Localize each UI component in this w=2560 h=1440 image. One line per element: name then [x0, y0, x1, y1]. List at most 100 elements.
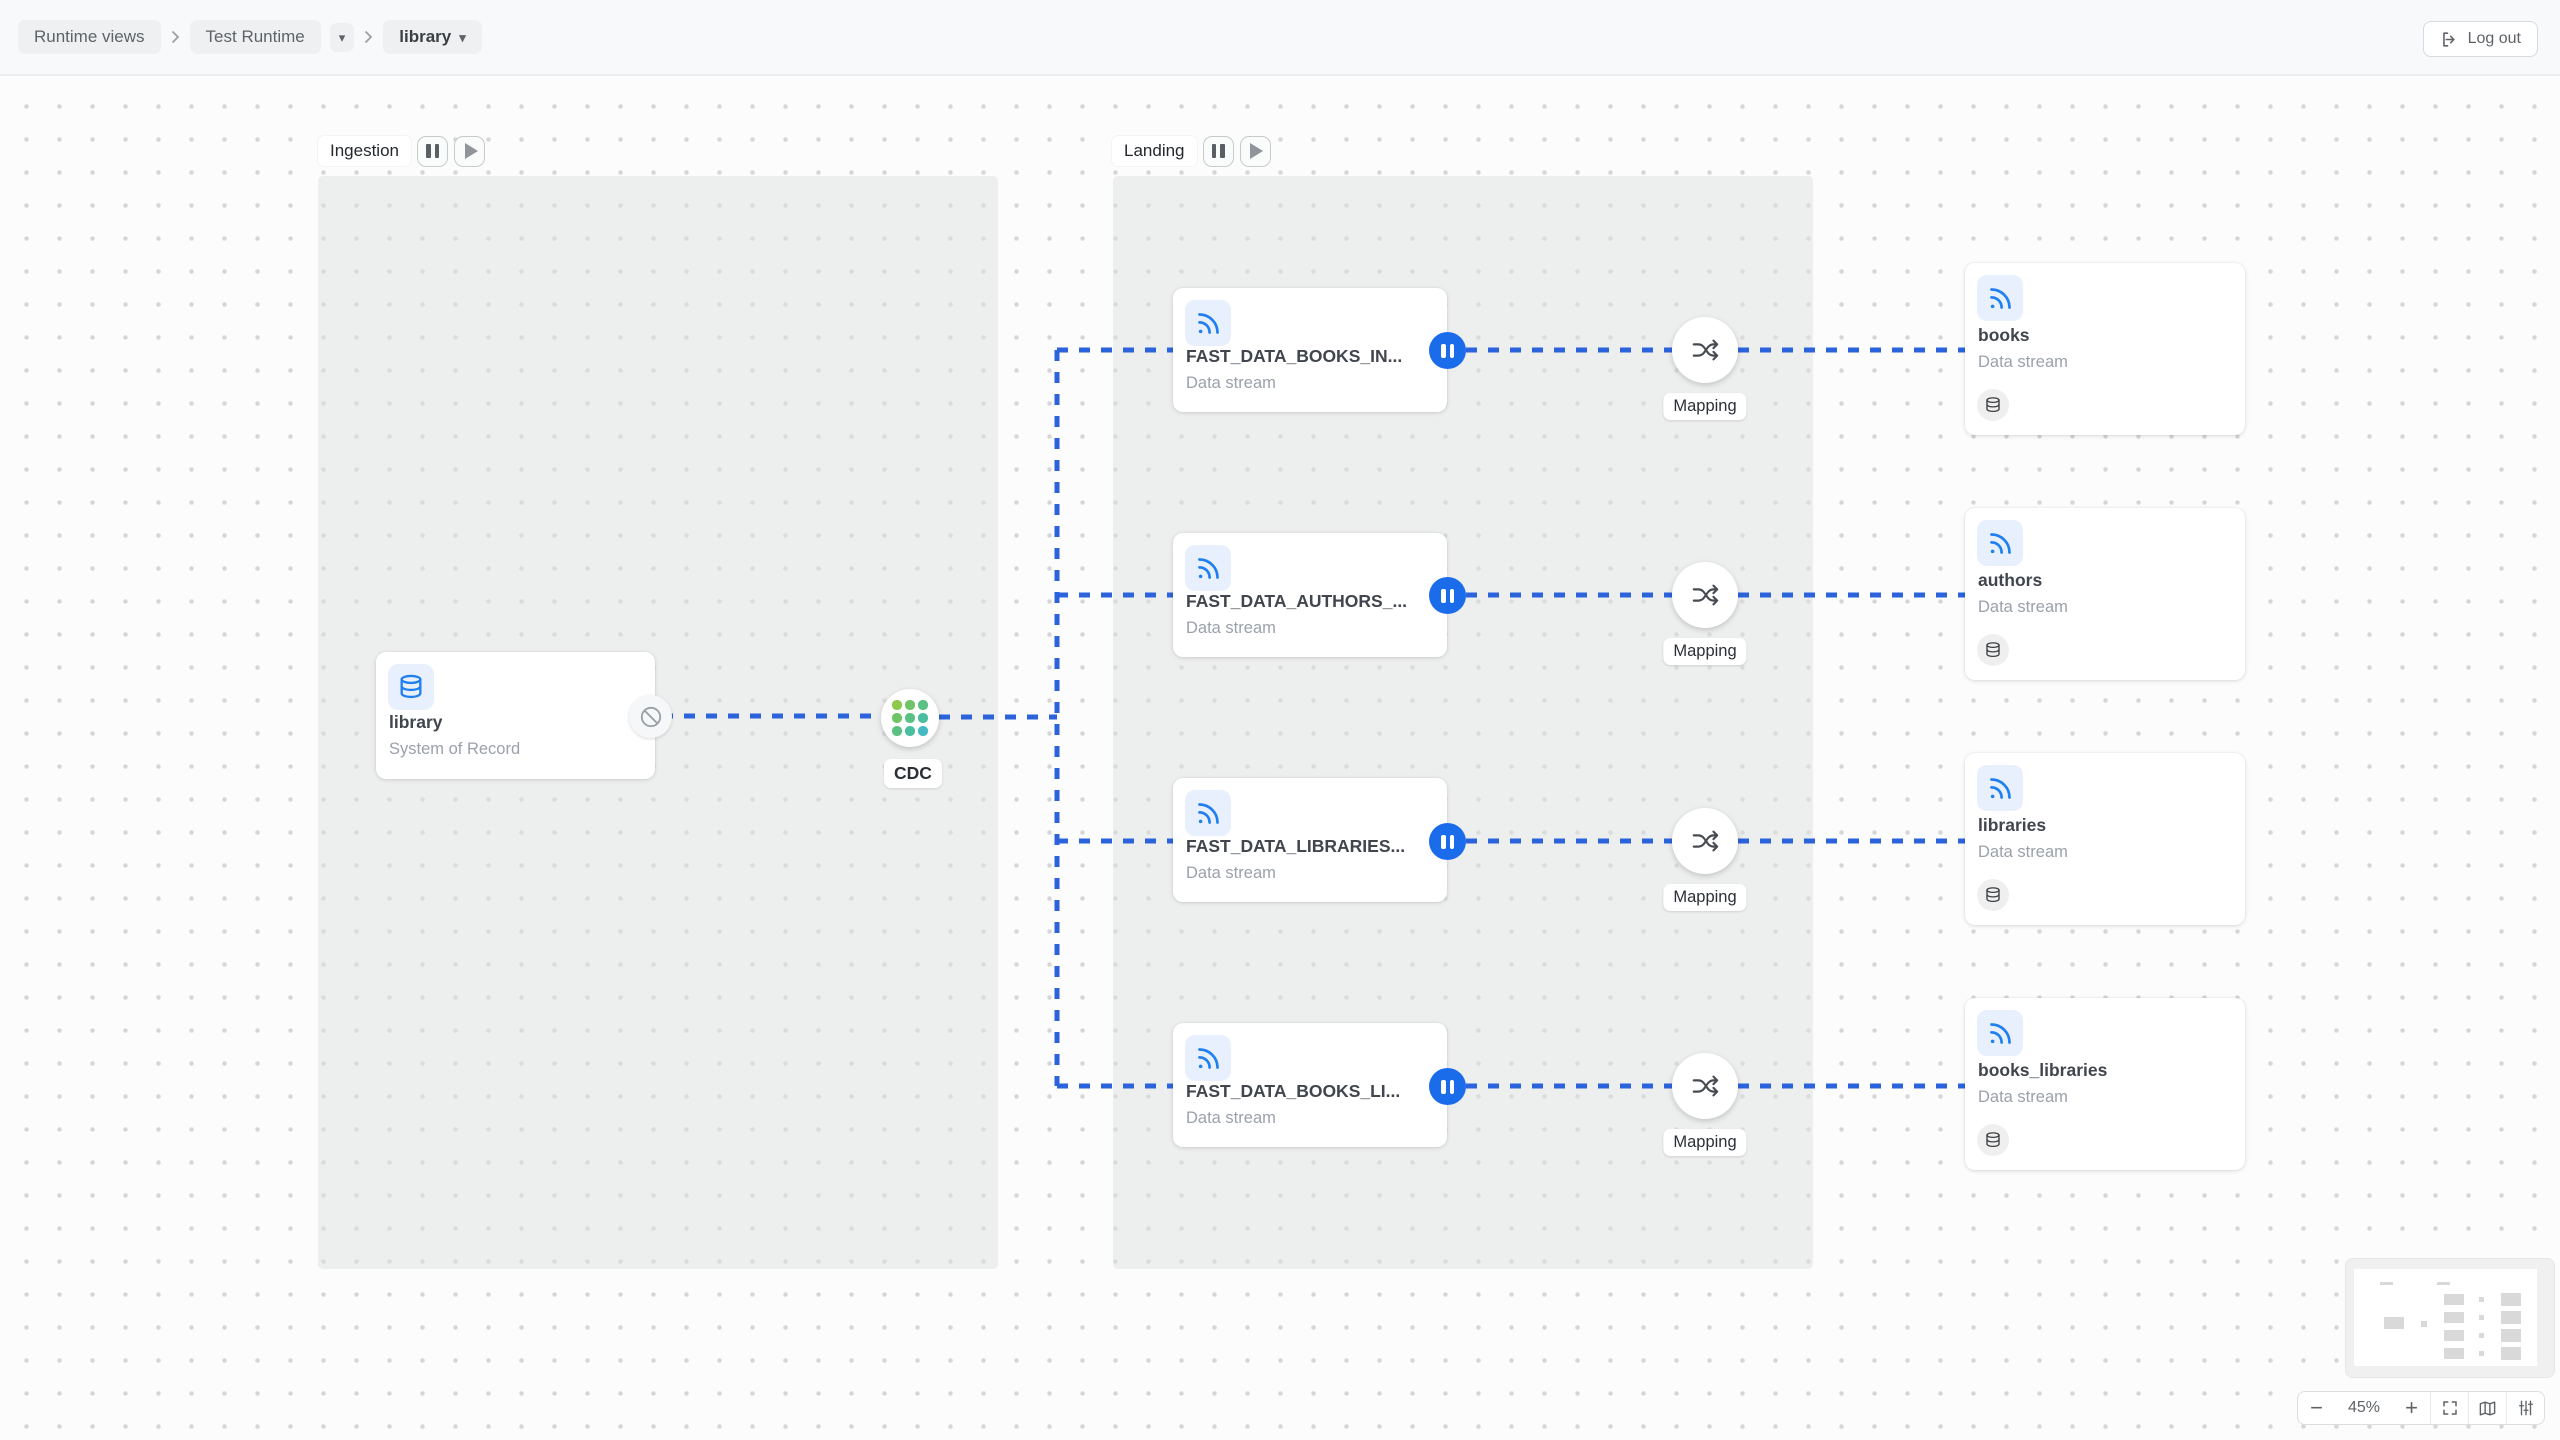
- node-stream-books-in[interactable]: FAST_DATA_BOOKS_IN... Data stream: [1173, 288, 1447, 412]
- pause-icon: [1441, 1079, 1446, 1094]
- node-mapping-2[interactable]: [1672, 562, 1738, 628]
- shuffle-icon: [1692, 339, 1719, 361]
- sliders-icon: [2518, 1400, 2533, 1416]
- group-label-ingestion: Ingestion: [318, 136, 411, 166]
- stream-rss-icon: [1197, 1047, 1219, 1069]
- node-mapping-3[interactable]: [1672, 808, 1738, 874]
- breadcrumb-runtime-views[interactable]: Runtime views: [18, 20, 161, 54]
- breadcrumb-library-label: library: [399, 27, 452, 46]
- logout-icon: [2440, 30, 2459, 49]
- shuffle-icon: [1692, 830, 1719, 852]
- mapping-label: Mapping: [1663, 884, 1747, 911]
- breadcrumb-test-runtime[interactable]: Test Runtime: [189, 20, 321, 54]
- chevron-down-icon: ▾: [338, 29, 346, 45]
- node-title: FAST_DATA_BOOKS_LI...: [1186, 1081, 1401, 1101]
- group-header-ingestion: Ingestion: [318, 135, 485, 167]
- mapping-label: Mapping: [1663, 638, 1747, 665]
- node-title: libraries: [1978, 815, 2047, 835]
- pause-icon: [1211, 144, 1225, 158]
- mapping-label: Mapping: [1663, 1129, 1747, 1156]
- breadcrumb-test-runtime-label: Test Runtime: [205, 27, 305, 46]
- toggle-minimap-button[interactable]: [2468, 1392, 2506, 1424]
- stream-rss-icon: [1989, 1022, 2011, 1044]
- icon-tile: [1185, 545, 1231, 591]
- minimap-node: [2501, 1311, 2521, 1324]
- chevron-down-icon: ▾: [459, 29, 466, 45]
- stream-rss-icon: [1989, 777, 2011, 799]
- zoom-toolbar: − 45% +: [2297, 1391, 2545, 1425]
- logout-button[interactable]: Log out: [2422, 21, 2538, 57]
- icon-tile: [1185, 300, 1231, 346]
- minimap-node: [2501, 1293, 2521, 1306]
- breadcrumb-separator-icon: [170, 29, 181, 45]
- node-mapping-1[interactable]: [1672, 317, 1738, 383]
- stream4-paused-badge[interactable]: [1429, 1068, 1466, 1105]
- view-settings-button[interactable]: [2506, 1392, 2544, 1424]
- test-runtime-dropdown-caret[interactable]: ▾: [329, 22, 355, 52]
- node-output-authors[interactable]: authors Data stream: [1965, 508, 2245, 680]
- pause-icon: [1441, 343, 1446, 358]
- database-icon: [400, 674, 422, 699]
- breadcrumb-runtime-views-label: Runtime views: [34, 27, 145, 46]
- database-badge: [1977, 879, 2009, 911]
- node-title: books_libraries: [1978, 1060, 2108, 1080]
- no-entry-icon: [640, 706, 661, 727]
- logout-label: Log out: [2467, 30, 2521, 47]
- node-subtitle: Data stream: [1978, 353, 2068, 371]
- icon-tile: [1185, 1035, 1231, 1081]
- cdc-label: CDC: [884, 759, 942, 788]
- group-label-landing: Landing: [1112, 136, 1197, 166]
- landing-pause-button[interactable]: [1202, 135, 1234, 167]
- shuffle-icon: [1692, 584, 1719, 606]
- library-output-handle-disabled[interactable]: [629, 695, 672, 738]
- minimap-node: [2421, 1321, 2427, 1327]
- node-library-source[interactable]: library System of Record: [376, 652, 655, 779]
- stream-rss-icon: [1989, 287, 2011, 309]
- node-subtitle: Data stream: [1978, 1088, 2068, 1106]
- node-output-books[interactable]: books Data stream: [1965, 263, 2245, 435]
- minimap-node: [2479, 1351, 2484, 1356]
- minimap-node: [2501, 1347, 2521, 1360]
- database-icon: [1986, 887, 2000, 903]
- breadcrumb-separator-icon: [363, 29, 374, 45]
- minimap-node: [2444, 1312, 2464, 1323]
- node-subtitle: Data stream: [1186, 374, 1276, 392]
- node-stream-books-libraries[interactable]: FAST_DATA_BOOKS_LI... Data stream: [1173, 1023, 1447, 1147]
- minimap-node: [2444, 1348, 2464, 1359]
- node-mapping-4[interactable]: [1672, 1053, 1738, 1119]
- stream1-paused-badge[interactable]: [1429, 332, 1466, 369]
- database-badge: [1977, 1124, 2009, 1156]
- ingestion-pause-button[interactable]: [417, 135, 448, 167]
- stream3-paused-badge[interactable]: [1429, 823, 1466, 860]
- zoom-in-button[interactable]: +: [2393, 1392, 2430, 1424]
- node-title: authors: [1978, 570, 2043, 590]
- ingestion-play-button[interactable]: [454, 135, 485, 167]
- minimap-viewport: [2354, 1269, 2537, 1366]
- node-subtitle: Data stream: [1978, 843, 2068, 861]
- plus-icon: +: [2405, 1395, 2418, 1420]
- fullscreen-icon: [2442, 1401, 2457, 1415]
- breadcrumb-library[interactable]: library ▾: [383, 20, 482, 54]
- node-cdc[interactable]: [881, 689, 939, 747]
- stream2-paused-badge[interactable]: [1429, 577, 1466, 614]
- landing-play-button[interactable]: [1239, 135, 1271, 167]
- pause-icon: [426, 144, 439, 158]
- breadcrumb: Runtime views Test Runtime ▾ library ▾: [18, 20, 482, 54]
- node-stream-libraries[interactable]: FAST_DATA_LIBRARIES... Data stream: [1173, 778, 1447, 902]
- node-stream-authors[interactable]: FAST_DATA_AUTHORS_... Data stream: [1173, 533, 1447, 657]
- node-subtitle: Data stream: [1186, 1109, 1276, 1127]
- icon-tile: [1185, 790, 1231, 836]
- zoom-level: 45%: [2347, 1399, 2381, 1416]
- node-title: library: [389, 712, 443, 732]
- icon-tile: [1977, 765, 2023, 811]
- node-output-books-libraries[interactable]: books_libraries Data stream: [1965, 998, 2245, 1170]
- stream-rss-icon: [1197, 312, 1219, 334]
- cdc-grid-icon: [892, 700, 928, 736]
- zoom-out-button[interactable]: −: [2298, 1392, 2335, 1424]
- fit-view-button[interactable]: [2430, 1392, 2468, 1424]
- node-output-libraries[interactable]: libraries Data stream: [1965, 753, 2245, 925]
- node-subtitle: Data stream: [1186, 864, 1276, 882]
- minimap[interactable]: [2345, 1258, 2555, 1378]
- icon-tile: [1977, 275, 2023, 321]
